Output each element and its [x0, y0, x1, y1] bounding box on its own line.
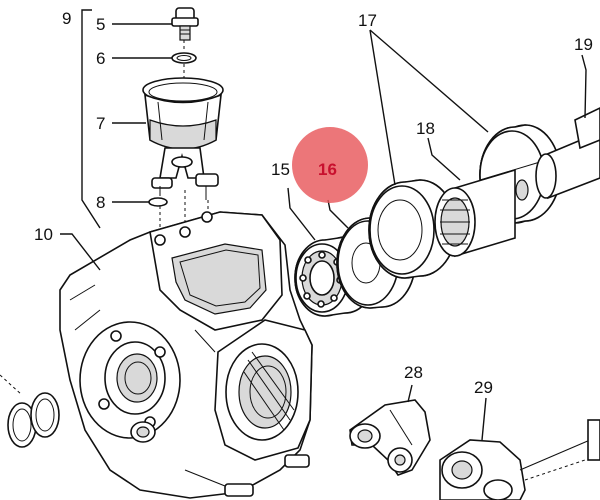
leader-28 — [407, 384, 413, 403]
part-10-housing[interactable] — [59, 211, 313, 499]
part-28-arm[interactable] — [349, 399, 431, 476]
callout-8: 8 — [96, 193, 105, 212]
part-circlips-left[interactable] — [0, 374, 60, 448]
leader-10 — [60, 233, 101, 271]
callout-6: 6 — [96, 49, 105, 68]
callout-9: 9 — [62, 9, 71, 28]
callout-10: 10 — [34, 225, 53, 244]
part-18-bushing[interactable] — [434, 161, 541, 258]
part-7-bowl[interactable] — [142, 77, 224, 200]
part-29-arm[interactable] — [439, 419, 600, 500]
part-5-cap[interactable] — [171, 7, 199, 41]
bracket-9 — [81, 9, 101, 229]
leader-17a — [369, 29, 396, 186]
part-19-shaft[interactable] — [515, 107, 600, 201]
part-8-ring[interactable] — [148, 197, 168, 207]
leader-16 — [327, 199, 349, 229]
callout-29: 29 — [474, 378, 493, 397]
leader-18 — [427, 137, 461, 181]
callout-19: 19 — [574, 35, 593, 54]
leader-19 — [581, 54, 587, 119]
leader-17b — [369, 29, 489, 133]
highlight-marker — [292, 127, 368, 203]
callout-16: 16 — [318, 160, 337, 179]
callout-5: 5 — [96, 15, 105, 34]
callout-28: 28 — [404, 363, 423, 382]
part-6-ring[interactable] — [171, 52, 197, 64]
callout-7: 7 — [96, 114, 105, 133]
callout-17: 17 — [358, 11, 377, 30]
callout-15: 15 — [271, 160, 290, 179]
callout-18: 18 — [416, 119, 435, 138]
leader-29 — [481, 397, 487, 441]
leader-15 — [287, 187, 316, 241]
